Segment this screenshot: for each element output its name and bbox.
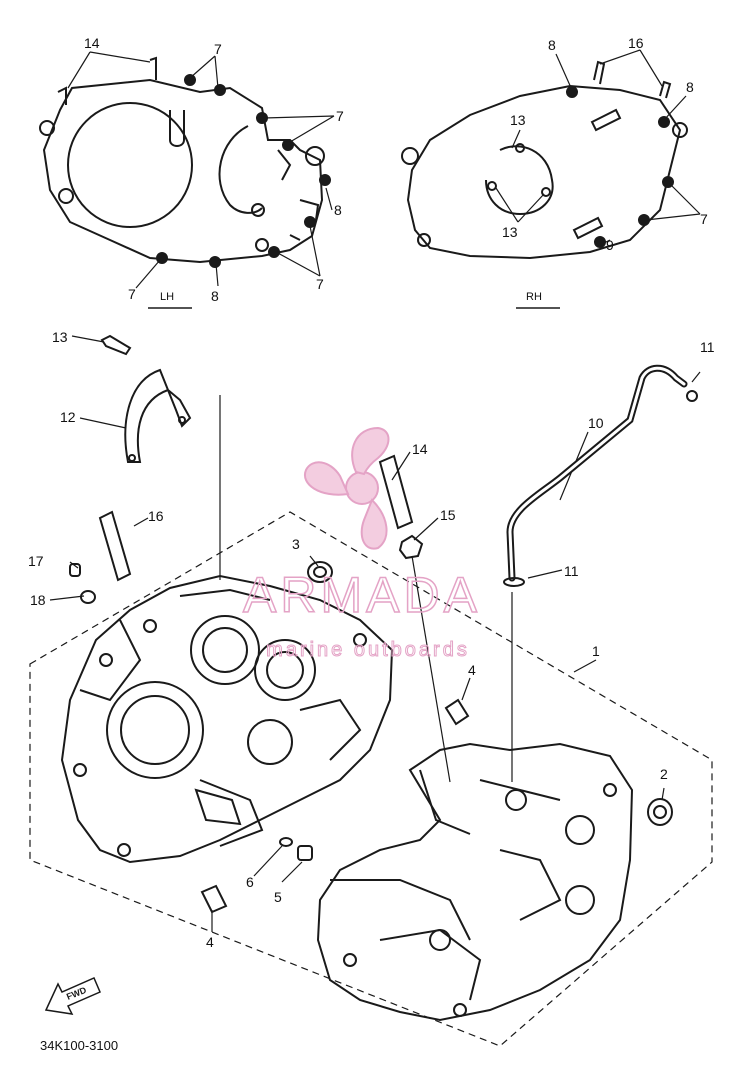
callout-7-upper-right: 7 bbox=[336, 108, 344, 124]
rh-label: RH bbox=[526, 291, 542, 303]
callout-15-nut: 15 bbox=[440, 507, 456, 523]
callout-13-rh-bottom: 13 bbox=[502, 224, 518, 240]
callout-labels: 14 7 7 8 7 8 7 LH 13 13 8 16 8 7 9 RH 13… bbox=[28, 35, 715, 1053]
callout-2-seal: 2 bbox=[660, 766, 668, 782]
callout-16-stud: 16 bbox=[148, 508, 164, 524]
callout-17-dowel: 17 bbox=[28, 553, 44, 569]
callout-14-lh-gasket: 14 bbox=[84, 35, 100, 51]
callout-12-bracket: 12 bbox=[60, 409, 76, 425]
watermark-brand: ARMADA bbox=[243, 567, 481, 623]
watermark-logo-icon bbox=[303, 426, 390, 550]
callout-13-rh-top: 13 bbox=[510, 112, 526, 128]
callout-7-top: 7 bbox=[214, 41, 222, 57]
callout-7-lower-right: 7 bbox=[316, 276, 324, 292]
callout-11-clip-top: 11 bbox=[700, 339, 715, 355]
watermark: ARMADA marine outboards bbox=[242, 426, 481, 662]
callout-8-lh-right: 8 bbox=[334, 202, 342, 218]
callout-6-oring: 6 bbox=[246, 874, 254, 890]
small-parts bbox=[69, 334, 698, 914]
right-crankcase-half bbox=[316, 742, 634, 1022]
fwd-arrow: FWD bbox=[44, 977, 101, 1015]
callout-7-rh-right: 7 bbox=[700, 211, 708, 227]
callout-1-crankcase: 1 bbox=[592, 643, 600, 659]
assembly-outline bbox=[29, 511, 713, 1047]
callout-9-rh: 9 bbox=[606, 237, 614, 253]
lh-label: LH bbox=[160, 291, 174, 303]
callout-13-bolt: 13 bbox=[52, 329, 68, 345]
callout-8-rh-right: 8 bbox=[686, 79, 694, 95]
callout-11-clip-bottom: 11 bbox=[564, 563, 579, 579]
rh-gasket bbox=[401, 60, 688, 260]
callout-5-dowel: 5 bbox=[274, 889, 282, 905]
callout-7-lh-bottom: 7 bbox=[128, 286, 136, 302]
callout-14-stud: 14 bbox=[412, 441, 428, 457]
callout-4-dowel-upper: 4 bbox=[468, 662, 476, 678]
part-code: 34K100-3100 bbox=[40, 1038, 118, 1053]
callout-3-seal: 3 bbox=[292, 536, 300, 552]
left-crankcase-half bbox=[60, 574, 394, 864]
watermark-subtitle: marine outboards bbox=[266, 639, 470, 661]
callout-4-dowel-lower: 4 bbox=[206, 934, 214, 950]
leader-lines bbox=[49, 49, 701, 932]
callout-10-hose: 10 bbox=[588, 415, 604, 431]
callout-18-dowel: 18 bbox=[30, 592, 46, 608]
lh-gasket bbox=[39, 56, 331, 268]
callout-16-rh: 16 bbox=[628, 35, 644, 51]
callout-8-rh-top: 8 bbox=[548, 37, 556, 53]
callout-8-lh-bottom: 8 bbox=[211, 288, 219, 304]
